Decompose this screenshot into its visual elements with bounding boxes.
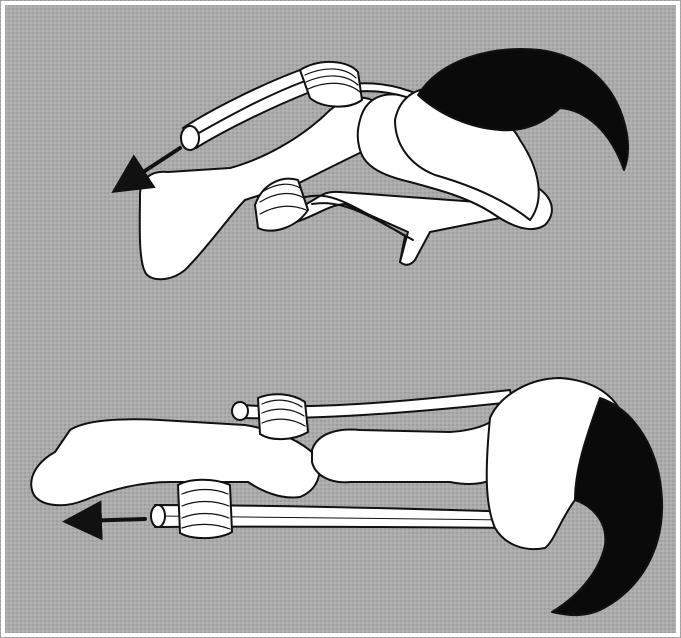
upper-extensor-tendon-end (181, 126, 199, 150)
lower-pull-arrow (82, 519, 145, 521)
lower-extensor-tendon-end (232, 402, 248, 420)
lower-wrap-bottom (178, 480, 232, 538)
lower-wrap-top (258, 394, 308, 439)
lower-flexor-tendon-end (151, 505, 165, 527)
